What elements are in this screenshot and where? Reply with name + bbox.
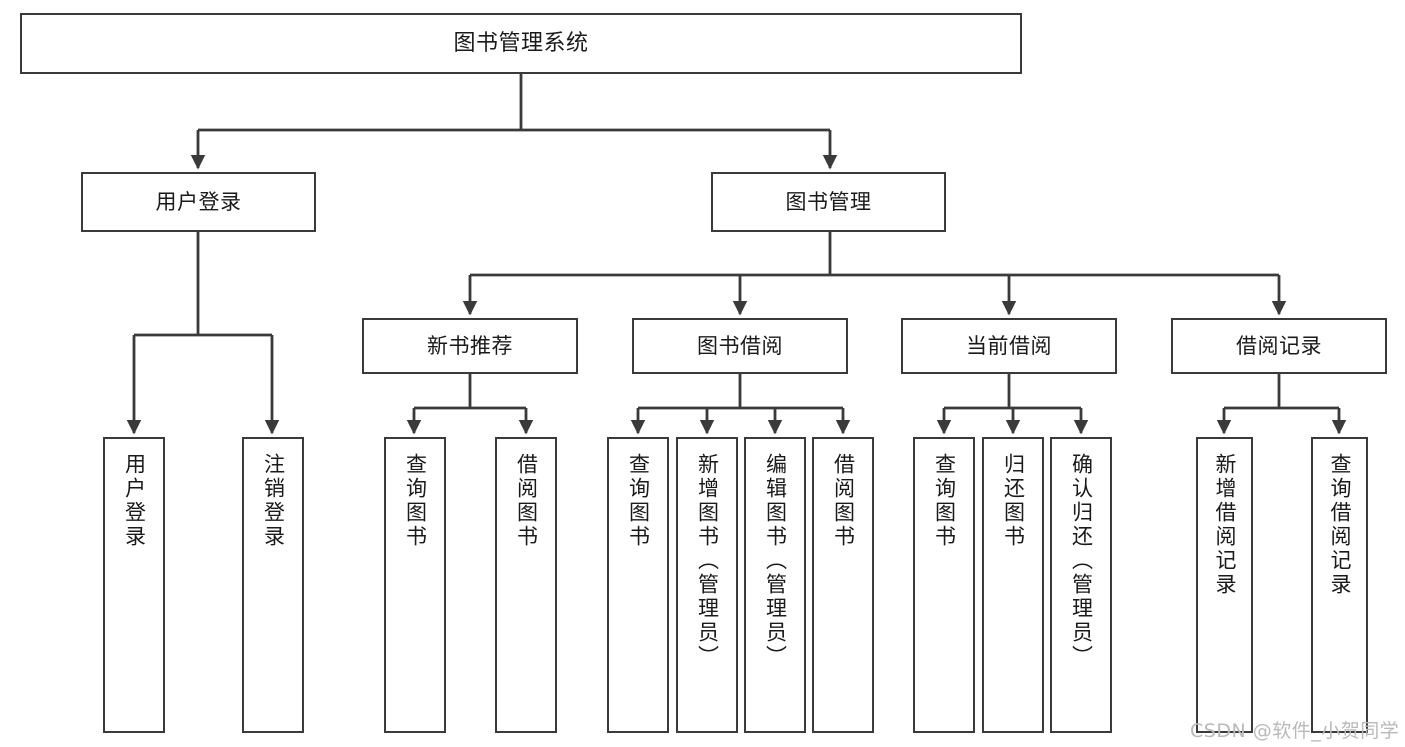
node-label: 借阅记录 [1236, 333, 1322, 358]
node-label: 查询图书 [403, 453, 428, 549]
node-label: 查询图书 [932, 453, 957, 549]
node-leaf-add-borrow-record[interactable]: 新增借阅记录 [1196, 437, 1253, 733]
node-leaf-edit-book-admin[interactable]: 编辑图书（管理员） [744, 437, 806, 733]
node-leaf-return-book[interactable]: 归还图书 [982, 437, 1044, 733]
node-label: 用户登录 [122, 453, 147, 549]
node-new-book-recommend[interactable]: 新书推荐 [362, 318, 578, 374]
node-label: 用户登录 [155, 189, 242, 214]
node-label: 借阅图书 [514, 453, 539, 549]
node-leaf-confirm-return-admin[interactable]: 确认归还（管理员） [1050, 437, 1112, 733]
node-label: 注销登录 [261, 453, 286, 549]
node-label: 新增图书（管理员） [695, 453, 720, 669]
node-leaf-borrow-query-book[interactable]: 查询图书 [607, 437, 669, 733]
node-label: 图书借阅 [697, 333, 783, 358]
node-leaf-current-query-book[interactable]: 查询图书 [913, 437, 975, 733]
node-leaf-user-login[interactable]: 用户登录 [103, 437, 165, 733]
node-leaf-newbook-borrow-book[interactable]: 借阅图书 [495, 437, 557, 733]
node-label: 新增借阅记录 [1213, 453, 1237, 597]
node-label: 归还图书 [1001, 453, 1026, 549]
node-leaf-newbook-query-book[interactable]: 查询图书 [384, 437, 446, 733]
node-leaf-logout[interactable]: 注销登录 [242, 437, 304, 733]
node-label: 借阅图书 [831, 453, 856, 549]
node-label: 查询借阅记录 [1328, 453, 1352, 597]
node-label: 编辑图书（管理员） [763, 453, 788, 669]
node-label: 新书推荐 [427, 333, 513, 358]
node-user-login[interactable]: 用户登录 [81, 172, 316, 232]
node-book-management[interactable]: 图书管理 [711, 172, 946, 232]
node-root-book-management-system[interactable]: 图书管理系统 [20, 13, 1022, 74]
node-label: 图书管理 [785, 189, 872, 214]
node-label: 图书管理系统 [453, 30, 589, 56]
node-borrow-record[interactable]: 借阅记录 [1171, 318, 1387, 374]
node-current-borrow[interactable]: 当前借阅 [901, 318, 1117, 374]
node-book-borrow[interactable]: 图书借阅 [632, 318, 848, 374]
node-leaf-borrow-book[interactable]: 借阅图书 [812, 437, 874, 733]
node-leaf-query-borrow-record[interactable]: 查询借阅记录 [1311, 437, 1368, 733]
node-leaf-add-book-admin[interactable]: 新增图书（管理员） [676, 437, 738, 733]
node-label: 查询图书 [626, 453, 651, 549]
csdn-watermark: CSDN @软件_小贺同学 [1190, 720, 1400, 742]
node-label: 当前借阅 [966, 333, 1052, 358]
node-label: 确认归还（管理员） [1069, 453, 1094, 669]
